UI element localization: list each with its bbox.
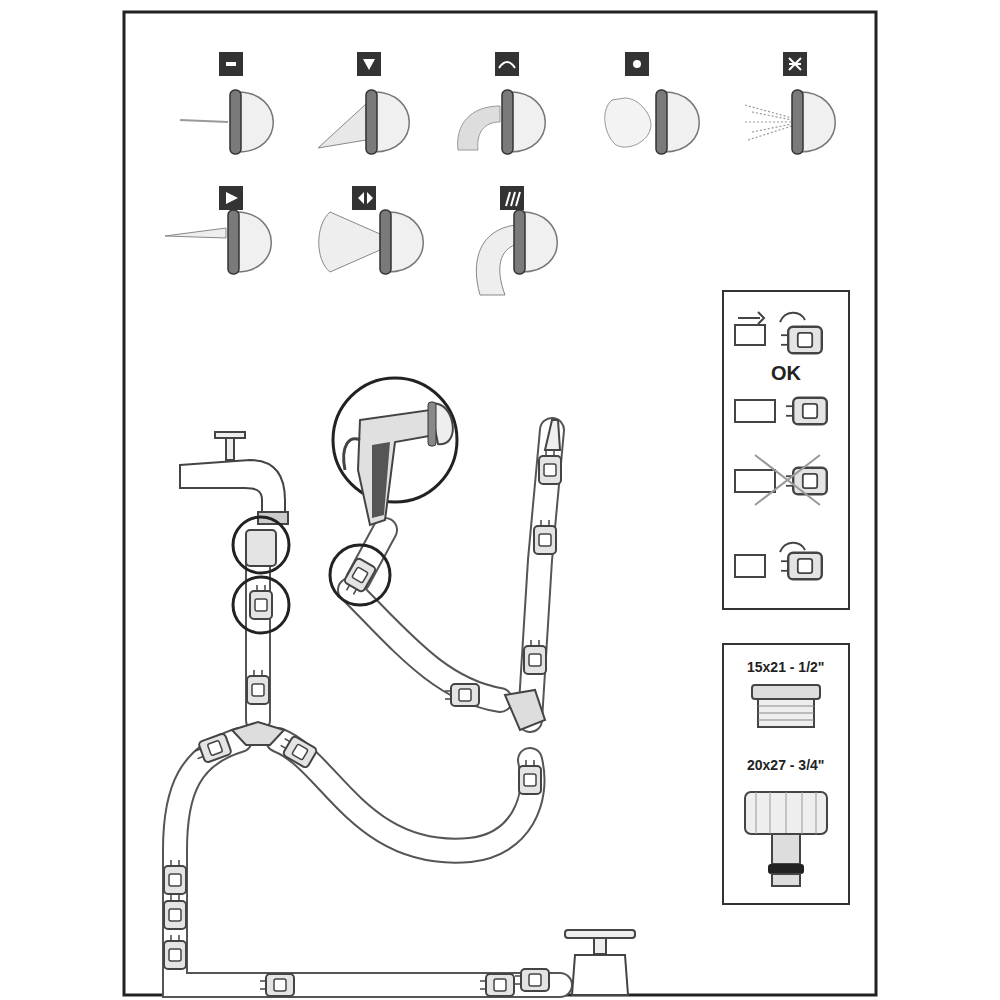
- adapters: [745, 685, 827, 886]
- connection-steps: [735, 312, 827, 579]
- tap: [565, 930, 635, 995]
- panel-text: 20x27 - 3/4": [747, 757, 824, 773]
- faucet: [180, 432, 289, 633]
- frame: [124, 12, 876, 995]
- spray-icons: [180, 52, 835, 154]
- panel-box: 15x21 - 1/2" 20x27 - 3/4": [722, 643, 850, 905]
- panel-text: 15x21 - 1/2": [747, 659, 824, 675]
- panel-box: OK: [722, 290, 850, 610]
- spray-gun: [333, 378, 457, 525]
- spray-icons: [165, 186, 557, 295]
- hose-connectors: [164, 420, 561, 996]
- panel-text: OK: [771, 362, 801, 385]
